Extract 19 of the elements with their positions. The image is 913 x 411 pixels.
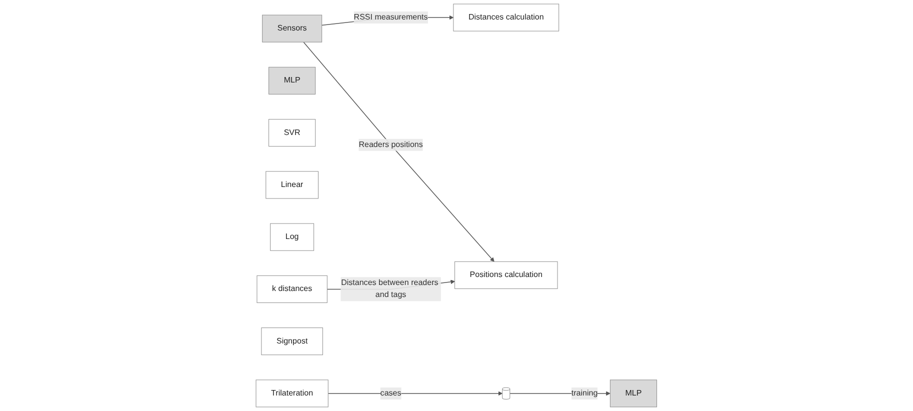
node-cylinder: [502, 387, 510, 400]
node-box: Distances calculation: [453, 4, 560, 32]
node-box: Signpost: [261, 328, 324, 356]
node-box: Linear: [266, 171, 319, 199]
edge-label: cases: [380, 388, 402, 398]
edge-label: Readers positions: [358, 140, 423, 149]
node-box: Trilateration: [256, 380, 328, 408]
arrow: [328, 391, 503, 396]
arrow: [303, 42, 494, 262]
edge-label: RSSI measurements: [354, 13, 428, 22]
node-box: MLP: [610, 380, 658, 408]
node-box: MLP: [268, 66, 316, 94]
edge-label: Distances between readers and tags: [341, 278, 438, 300]
node-box: SVR: [268, 119, 316, 147]
node-box: Log: [270, 223, 314, 251]
node-box: Positions calculation: [454, 261, 558, 289]
node-box: k distances: [256, 275, 328, 303]
edge-label: training: [571, 388, 598, 398]
node-box: Sensors: [262, 14, 322, 42]
